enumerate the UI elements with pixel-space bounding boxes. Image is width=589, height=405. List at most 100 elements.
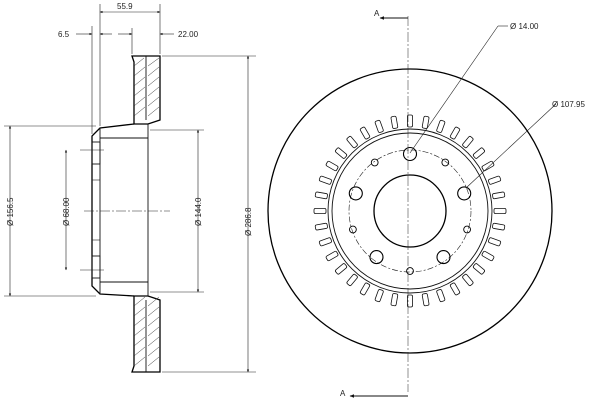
bolt-hole-diameter-label: Ø 14.00 xyxy=(510,22,539,31)
vent-slot-outline xyxy=(421,115,430,129)
vent-slot-outline xyxy=(492,191,506,200)
vent-slot xyxy=(449,282,461,296)
side-section-view: 55.9 6.5 22.00 Ø 156.5 Ø 68.00 Ø 144.0 Ø… xyxy=(4,2,256,373)
locating-hole xyxy=(349,225,357,234)
vent-slot xyxy=(374,289,384,303)
vent-slot xyxy=(481,160,495,172)
vent-slot xyxy=(359,282,371,296)
vent-slot xyxy=(462,136,474,149)
vent-slot xyxy=(346,136,358,149)
locating-hole xyxy=(370,158,379,167)
slot-ring-inner xyxy=(327,128,493,294)
vent-slot xyxy=(436,289,446,303)
vent-slot-outline xyxy=(481,160,495,172)
vent-slot-outline xyxy=(374,119,384,133)
vent-slot xyxy=(421,115,430,129)
vent-slot xyxy=(481,250,495,262)
bolt-circle-diameter-label: Ø 107.95 xyxy=(552,100,585,109)
vent-slot-outline xyxy=(449,126,461,140)
vent-slot-outline xyxy=(472,147,485,159)
vent-slot-outline xyxy=(421,293,430,307)
vent-slot xyxy=(318,237,332,247)
vent-slot xyxy=(406,114,413,128)
front-view: A A Ø 14.00 Ø 107.95 xyxy=(267,9,585,398)
vent-slot-outline xyxy=(488,175,502,185)
vent-slot xyxy=(462,273,474,286)
locating-hole xyxy=(463,225,471,234)
vent-slot-outline xyxy=(318,175,332,185)
vent-slot-outline xyxy=(335,263,348,275)
vent-slot-outline xyxy=(374,289,384,303)
locating-hole xyxy=(441,158,450,167)
vent-slot xyxy=(335,147,348,159)
vent-slot-outline xyxy=(318,237,332,247)
bolt-hole xyxy=(348,186,363,201)
bolt-circle xyxy=(348,149,472,273)
bolt-hole-leader xyxy=(409,25,499,154)
section-label-top: A xyxy=(374,9,380,18)
hat-outer-diameter-label: Ø 156.5 xyxy=(6,197,15,226)
ventilation-slots xyxy=(313,114,507,308)
vent-slot-outline xyxy=(335,147,348,159)
vent-slot-outline xyxy=(313,208,327,215)
vent-slot-outline xyxy=(488,237,502,247)
bolt-hole xyxy=(436,250,451,265)
vent-slot xyxy=(314,222,328,231)
vent-slot-outline xyxy=(325,160,339,172)
bolt-holes xyxy=(348,146,472,265)
vent-slot xyxy=(421,293,430,307)
vent-slot xyxy=(436,119,446,133)
rotor-outer-edge xyxy=(267,68,553,354)
vent-slot xyxy=(313,208,327,215)
vent-slot xyxy=(488,175,502,185)
vent-slot-outline xyxy=(492,222,506,231)
top-dimensions: 55.9 6.5 22.00 xyxy=(58,2,199,134)
hat-outer-edge xyxy=(331,132,489,290)
vent-slot xyxy=(488,237,502,247)
bolt-hole xyxy=(369,250,384,265)
vent-slot xyxy=(493,207,507,214)
vertical-dimensions: Ø 156.5 Ø 68.00 Ø 144.0 Ø 286.8 xyxy=(4,55,256,373)
locating-hole xyxy=(406,267,414,275)
vent-slot xyxy=(374,119,384,133)
section-label-bottom: A xyxy=(340,389,346,398)
vent-slot xyxy=(492,222,506,231)
vent-slot-outline xyxy=(346,273,358,286)
vent-slot xyxy=(472,147,485,159)
rotor-thickness-label: 22.00 xyxy=(178,30,199,39)
vent-slot-outline xyxy=(436,289,446,303)
center-bore-label: Ø 68.00 xyxy=(62,197,71,226)
vent-slot-outline xyxy=(472,263,485,275)
vent-slot xyxy=(492,191,506,200)
bolt-hole xyxy=(457,186,472,201)
vent-slot xyxy=(314,191,328,200)
overall-width-label: 55.9 xyxy=(117,2,133,11)
hat-thickness-label: 6.5 xyxy=(58,30,70,39)
hat-body xyxy=(80,123,149,297)
vent-slot xyxy=(359,126,371,140)
vent-slot xyxy=(325,250,339,262)
vent-slot-outline xyxy=(493,207,507,214)
vent-slot xyxy=(318,175,332,185)
vent-slot-outline xyxy=(359,126,371,140)
vent-slot-outline xyxy=(325,250,339,262)
vent-slot-outline xyxy=(481,250,495,262)
vent-slot-outline xyxy=(390,293,399,307)
vent-slot-outline xyxy=(449,282,461,296)
vent-slot-outline xyxy=(390,115,399,129)
vent-slot xyxy=(407,294,414,308)
vent-slot xyxy=(472,263,485,275)
vent-slot-outline xyxy=(406,114,413,128)
rotor-section-top xyxy=(131,55,161,125)
vent-slot-outline xyxy=(346,136,358,149)
outer-diameter-label: Ø 286.8 xyxy=(244,207,253,236)
vent-slot xyxy=(346,273,358,286)
vent-slot-outline xyxy=(407,294,414,308)
friction-inner-diameter-label: Ø 144.0 xyxy=(194,197,203,226)
vent-slot xyxy=(390,115,399,129)
locating-holes xyxy=(349,158,471,275)
center-bore xyxy=(373,174,447,248)
vent-slot-outline xyxy=(462,136,474,149)
